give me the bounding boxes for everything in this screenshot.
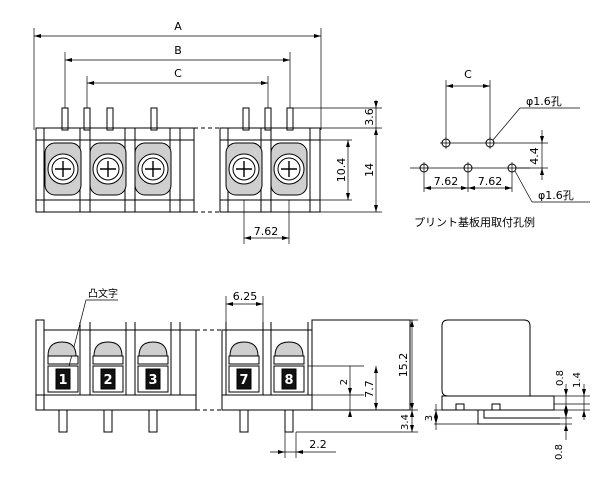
terminal-1: 1	[47, 341, 79, 393]
screw-2-icon	[89, 142, 127, 196]
top-view: A B C	[33, 20, 382, 244]
pcb-dim-7-62-b-label: 7.62	[478, 175, 503, 188]
pcb-caption: プリント基板用取付孔例	[414, 215, 535, 229]
side-dim-3-label: 3	[424, 415, 435, 421]
hole-callout-1: φ1.6孔	[526, 95, 562, 108]
side-dim-0-8-b-label: 0.8	[554, 444, 565, 460]
terminal-3: 3	[137, 341, 169, 393]
terminal-2: 2	[92, 341, 124, 393]
dim-15-2-label: 15.2	[397, 353, 410, 378]
screw-8-icon	[270, 142, 308, 196]
side-dim-1-4-label: 1.4	[572, 372, 583, 388]
front-view: 凸文字 1	[35, 287, 418, 458]
terminal-number-7: 7	[239, 373, 248, 388]
side-view: 0.8 1.4 3 0.8	[424, 319, 590, 460]
screw-1-icon	[44, 142, 82, 196]
terminal-number-2: 2	[103, 373, 112, 388]
raised-text-label: 凸文字	[88, 287, 118, 300]
terminal-number-1: 1	[58, 373, 67, 388]
dim-2-label: 2	[339, 379, 350, 385]
pcb-dim-4-4-label: 4.4	[528, 147, 541, 165]
pcb-dim-c-label: C	[464, 68, 472, 81]
top-pins	[61, 107, 294, 131]
dim-c-label: C	[174, 67, 182, 80]
hole-callout-2: φ1.6孔	[538, 189, 574, 202]
dim-7-62-label: 7.62	[254, 225, 279, 238]
dim-2-2-label: 2.2	[309, 438, 327, 451]
screw-7-icon	[225, 142, 263, 196]
dim-3-6-label: 3.6	[363, 108, 376, 126]
dim-14-label: 14	[363, 163, 376, 177]
screw-3-icon	[134, 142, 172, 196]
side-dim-0-8-a-label: 0.8	[555, 370, 566, 386]
pcb-dim-7-62-a-label: 7.62	[434, 175, 459, 188]
terminal-number-8: 8	[284, 373, 293, 388]
pcb-hole-pattern: C 4.4 7.62 7.62 φ1.6孔 φ1.6孔	[410, 68, 590, 229]
dim-a-label: A	[174, 20, 182, 33]
dim-b-label: B	[174, 44, 182, 57]
terminal-8: 8	[273, 341, 305, 393]
dim-7-7-label: 7.7	[363, 380, 376, 398]
dim-10-4-label: 10.4	[335, 158, 348, 183]
terminal-number-3: 3	[148, 373, 157, 388]
dim-6-25-label: 6.25	[233, 290, 258, 303]
terminal-7: 7	[228, 341, 260, 393]
dim-3-4-label: 3.4	[400, 414, 411, 430]
